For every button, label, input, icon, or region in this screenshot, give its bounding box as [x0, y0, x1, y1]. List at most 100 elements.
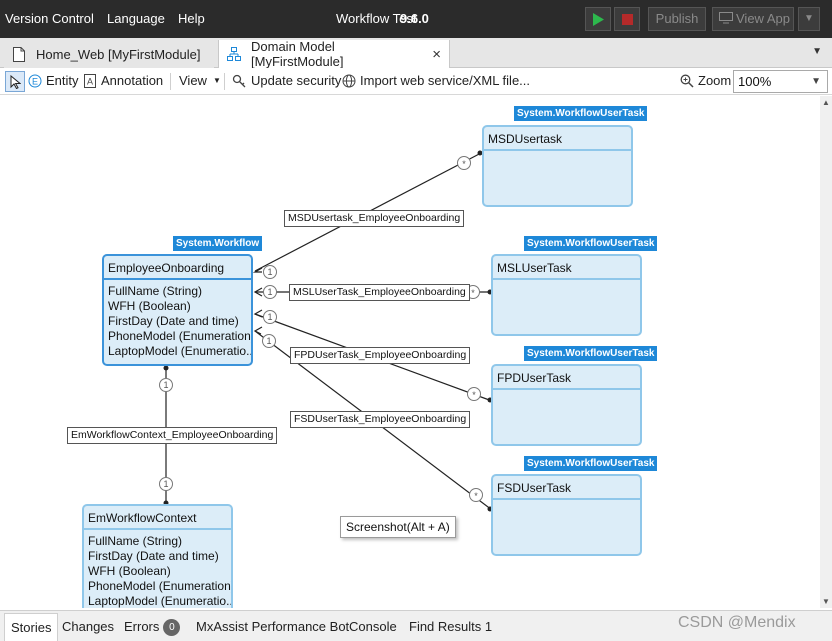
association-label-fpd[interactable]: FPDUserTask_EmployeeOnboarding: [290, 347, 471, 364]
document-tabs: Home_Web [MyFirstModule] Domain Model [M…: [0, 38, 832, 69]
vertical-scrollbar[interactable]: ▲ ▼: [820, 96, 832, 608]
menu-version-control[interactable]: Version Control: [5, 11, 94, 26]
app-version: 9.6.0: [400, 11, 429, 26]
attribute-item[interactable]: FirstDay (Date and time): [108, 314, 239, 328]
attribute-item[interactable]: LaptopModel (Enumeratio...: [108, 344, 251, 358]
zoom-label-group: Zoom: [680, 73, 731, 88]
generalization-badge: System.WorkflowUserTask: [514, 106, 648, 121]
entity-fsdusertask[interactable]: FSDUserTask: [491, 474, 642, 556]
update-security-button[interactable]: Update security: [232, 73, 341, 88]
attribute-item[interactable]: WFH (Boolean): [108, 299, 191, 313]
scroll-down-icon[interactable]: ▼: [822, 597, 830, 606]
multiplicity-one: 1: [163, 380, 168, 390]
entity-label: Entity: [46, 73, 79, 88]
association-label-ctx[interactable]: EmWorkflowContext_EmployeeOnboarding: [67, 427, 278, 444]
tab-domain-model[interactable]: Domain Model [MyFirstModule] ×: [218, 39, 450, 69]
association-label-msl[interactable]: MSLUserTask_EmployeeOnboarding: [289, 284, 470, 301]
generalization-badge: System.WorkflowUserTask: [524, 236, 658, 251]
domain-model-canvas[interactable]: 1 1 1 1 * * * * 1 1 MSDUsertask_Employee…: [0, 96, 820, 608]
tab-domain-model-label: Domain Model [MyFirstModule]: [251, 39, 344, 69]
attribute-item[interactable]: FullName (String): [88, 534, 183, 548]
stop-button[interactable]: [614, 7, 640, 31]
zoom-select[interactable]: 100% ▼: [733, 70, 828, 93]
tab-mxassist[interactable]: MxAssist Performance Bot: [196, 619, 350, 634]
arrow-head-icon: [252, 267, 263, 273]
association-label-fsd[interactable]: FSDUserTask_EmployeeOnboarding: [290, 411, 471, 428]
view-app-button[interactable]: View App: [712, 7, 794, 31]
entity-name: FSDUserTask: [493, 476, 640, 500]
app-title: Workflow Test: [336, 11, 417, 26]
multiplicity-many: *: [474, 491, 478, 501]
chevron-down-icon: ▼: [212, 76, 221, 85]
entity-employeeonboarding[interactable]: EmployeeOnboarding FullName (String) WFH…: [102, 254, 253, 366]
arrow-head-icon: [253, 287, 263, 297]
connector-dot: [477, 150, 483, 156]
scroll-up-icon[interactable]: ▲: [822, 98, 830, 107]
multiplicity-one: 1: [266, 336, 271, 346]
view-label: View: [179, 73, 207, 88]
tab-console[interactable]: Console: [349, 619, 397, 634]
arrow-head-icon: [253, 326, 263, 335]
attribute-item[interactable]: PhoneModel (Enumeration): [108, 329, 251, 343]
zoom-icon: [680, 74, 694, 88]
add-entity-button[interactable]: E Entity: [28, 73, 79, 88]
view-app-dropdown-button[interactable]: ▼: [798, 7, 820, 31]
tab-home-web-label: Home_Web [MyFirstModule]: [36, 46, 201, 62]
attribute-list: FullName (String) WFH (Boolean) FirstDay…: [104, 280, 251, 363]
multiplicity-many: *: [462, 159, 466, 169]
menu-language[interactable]: Language: [107, 11, 165, 26]
zoom-label: Zoom: [698, 73, 732, 88]
multiplicity-markers: 1 1 1 1 * * * * 1 1: [159, 156, 483, 502]
view-menu-button[interactable]: View ▼: [179, 73, 221, 88]
chevron-down-icon: ▼: [811, 76, 821, 87]
entity-name: MSLUserTask: [493, 256, 640, 280]
key-icon: [232, 74, 246, 87]
attribute-list: FullName (String) FirstDay (Date and tim…: [84, 530, 231, 608]
run-button[interactable]: [585, 7, 611, 31]
title-bar: Version Control Language Help Workflow T…: [0, 0, 832, 38]
association-label-msd[interactable]: MSDUsertask_EmployeeOnboarding: [284, 210, 465, 227]
publish-button[interactable]: Publish: [648, 7, 706, 31]
page-icon: [12, 46, 26, 62]
add-annotation-button[interactable]: A Annotation: [84, 73, 163, 88]
view-app-label: View App: [736, 11, 790, 26]
entity-fpdusertask[interactable]: FPDUserTask: [491, 364, 642, 446]
globe-icon: [342, 74, 356, 87]
select-tool-button[interactable]: [5, 71, 25, 92]
annotation-label: Annotation: [101, 73, 164, 88]
update-security-label: Update security: [251, 73, 342, 88]
multiplicity-one: 1: [267, 312, 272, 322]
tab-find-results[interactable]: Find Results 1: [409, 619, 493, 634]
entity-name: EmployeeOnboarding: [104, 256, 251, 280]
entity-icon: E: [28, 74, 42, 87]
menu-help[interactable]: Help: [178, 11, 205, 26]
tab-errors-label: Errors: [124, 619, 160, 634]
tab-home-web[interactable]: Home_Web [MyFirstModule]: [4, 40, 214, 68]
entity-msdusertask[interactable]: MSDUsertask: [482, 125, 633, 207]
stop-icon: [621, 13, 633, 25]
attribute-item[interactable]: FirstDay (Date and time): [88, 549, 219, 563]
arrow-head-icon: [253, 309, 263, 318]
generalization-badge: System.WorkflowUserTask: [524, 346, 658, 361]
tab-changes[interactable]: Changes: [62, 619, 115, 634]
generalization-badge: System.WorkflowUserTask: [524, 456, 658, 471]
zoom-value: 100%: [738, 74, 772, 89]
entity-name: MSDUsertask: [484, 127, 631, 151]
entity-name: FPDUserTask: [493, 366, 640, 390]
entity-mslusertask[interactable]: MSLUserTask: [491, 254, 642, 336]
entity-emworkflowcontext[interactable]: EmWorkflowContext FullName (String) Firs…: [82, 504, 233, 608]
pointer-icon: [10, 74, 21, 89]
attribute-item[interactable]: FullName (String): [108, 284, 203, 298]
toolbar-divider: [224, 73, 225, 90]
import-web-service-button[interactable]: Import web service/XML file...: [342, 73, 530, 88]
close-icon[interactable]: ×: [432, 45, 441, 63]
entity-name: EmWorkflowContext: [84, 506, 231, 530]
tabs-overflow-icon[interactable]: ▼: [812, 46, 822, 57]
attribute-item[interactable]: LaptopModel (Enumeratio...: [88, 594, 231, 608]
toolbar-divider: [170, 73, 171, 90]
attribute-item[interactable]: WFH (Boolean): [88, 564, 171, 578]
tab-stories[interactable]: Stories: [4, 613, 59, 641]
attribute-item[interactable]: PhoneModel (Enumeration): [88, 579, 231, 593]
connector-dot: [163, 365, 169, 371]
